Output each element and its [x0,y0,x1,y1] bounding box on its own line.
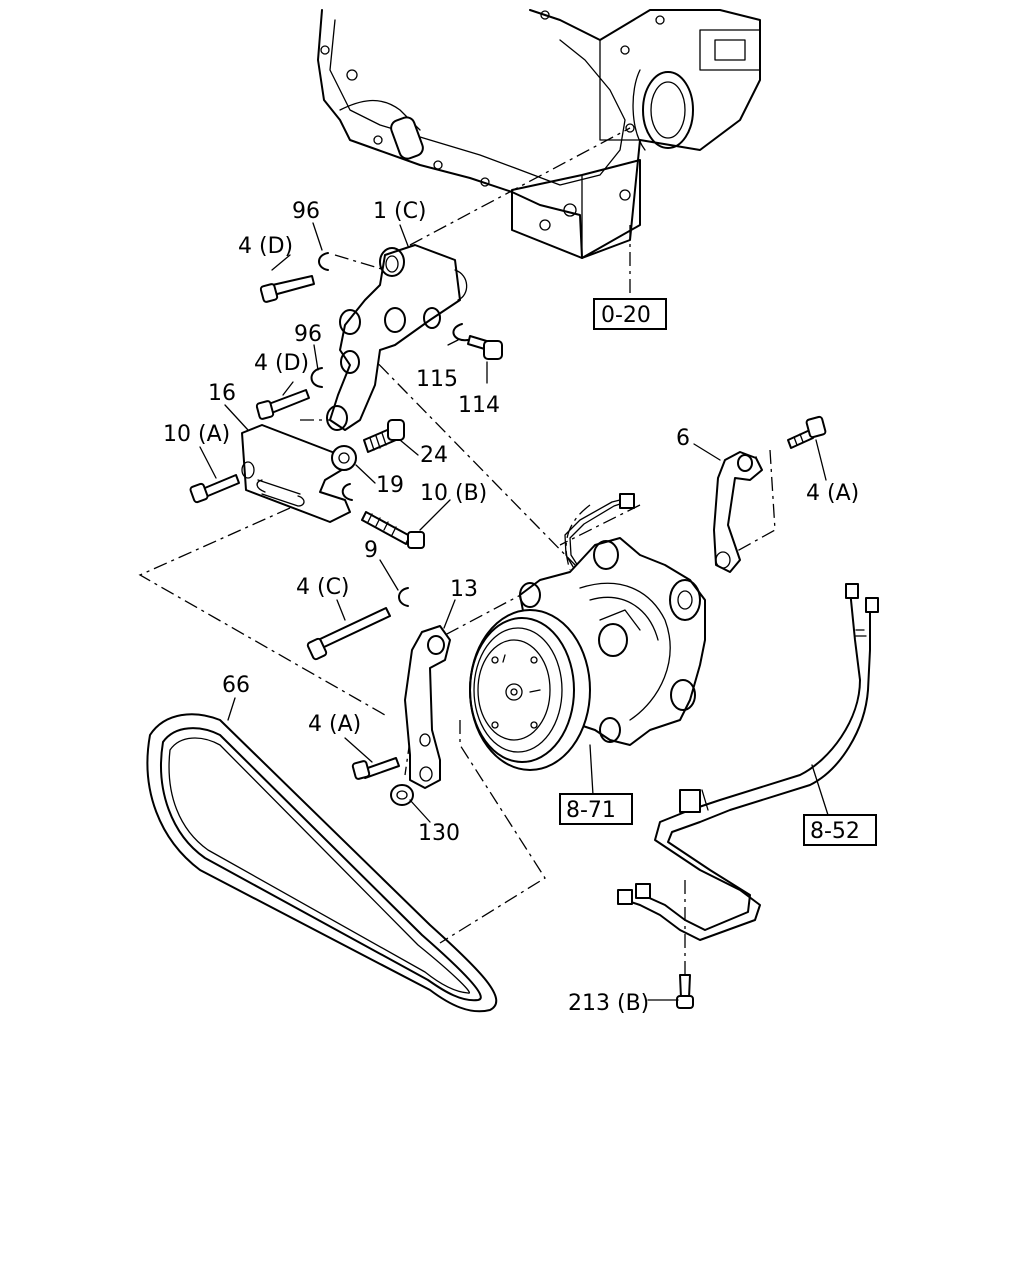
bolt-4c [306,607,391,661]
label-4a-left: 4 (A) [308,712,361,737]
label-1c: 1 (C) [373,199,427,224]
washer-96-mid [310,367,323,388]
bolt-4d-top [259,275,315,303]
bolt-10b [341,483,425,549]
bolt-4a-left [351,757,400,780]
reference-box-8-52: 8-52 [803,814,877,846]
refrigerant-hose-assembly [617,583,879,941]
bolt-4a-right [787,415,827,449]
drive-belt-66 [146,713,498,1013]
part-labels: 96 1 (C) 4 (D) 96 4 (D) 115 114 16 10 (A… [163,199,859,1016]
nut-130 [390,784,414,806]
reference-box-8-71: 8-71 [559,793,633,825]
ac-compressor [469,537,706,771]
leader-lines [138,127,776,975]
adjusting-plate-16 [241,424,351,523]
label-4d-top: 4 (D) [238,234,293,259]
washer-115 [452,323,469,342]
label-114: 114 [458,393,500,418]
label-66: 66 [222,673,250,698]
label-4d-mid: 4 (D) [254,351,309,376]
label-96-top: 96 [292,199,320,224]
label-19: 19 [376,473,404,498]
reference-label-8-52: 8-52 [810,819,860,844]
label-16: 16 [208,381,236,406]
label-13: 13 [450,577,478,602]
reference-label-8-71: 8-71 [566,798,616,823]
bracket-13 [404,625,451,789]
label-4c: 4 (C) [296,575,350,600]
label-10a: 10 (A) [163,422,230,447]
label-6: 6 [676,426,690,451]
label-115: 115 [416,367,458,392]
label-10b: 10 (B) [420,481,487,506]
label-213b: 213 (B) [568,991,649,1016]
reference-box-0-20: 0-20 [593,298,667,330]
washer-9 [398,587,409,607]
bolt-10a [189,474,240,504]
label-130: 130 [418,821,460,846]
bolt-114 [467,335,503,360]
bolt-24 [363,419,405,453]
reference-label-0-20: 0-20 [601,303,651,328]
label-96-mid: 96 [294,322,322,347]
washer-96-top [318,252,329,271]
bolt-213b [676,974,694,1009]
bracket-1c [326,244,468,431]
bolt-4d-mid [255,389,310,420]
label-leaders [199,222,829,1001]
label-24: 24 [420,443,448,468]
washer-19 [331,445,357,471]
engine-block-housing [317,9,761,259]
label-4a-right: 4 (A) [806,481,859,506]
bracket-6 [713,451,763,573]
label-9: 9 [364,538,378,563]
